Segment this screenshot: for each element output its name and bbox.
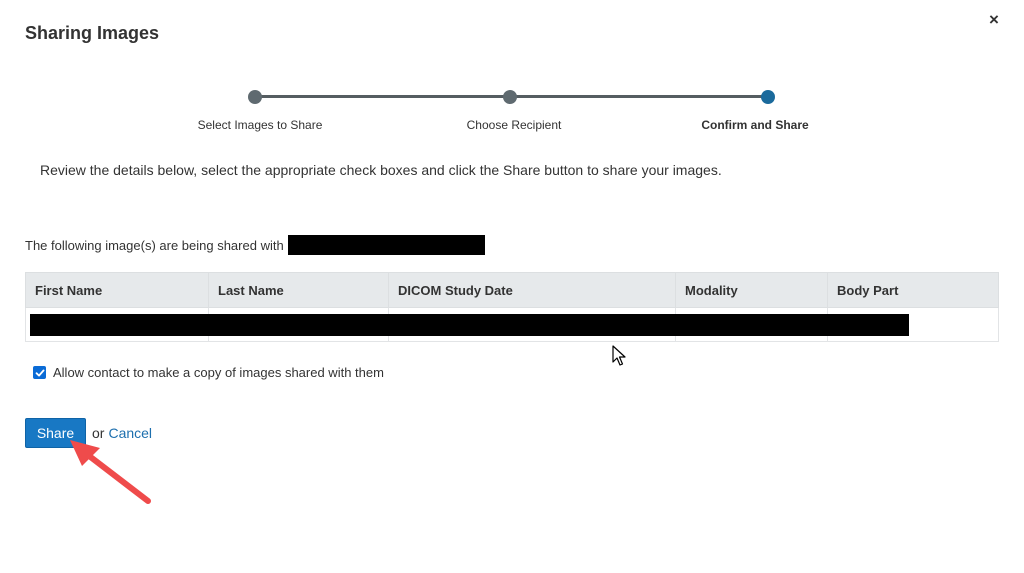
step-3-dot — [761, 90, 775, 104]
column-header-last-name: Last Name — [208, 272, 389, 308]
allow-copy-checkbox[interactable] — [33, 366, 46, 379]
annotation-arrow-icon — [70, 440, 151, 504]
allow-copy-option: Allow contact to make a copy of images s… — [33, 365, 384, 380]
allow-copy-label[interactable]: Allow contact to make a copy of images s… — [53, 365, 384, 380]
column-header-first-name: First Name — [25, 272, 209, 308]
progress-stepper: Select Images to Share Choose Recipient … — [0, 0, 1024, 140]
table-header-row: First Name Last Name DICOM Study Date Mo… — [25, 272, 999, 308]
stepper-connector — [255, 95, 510, 98]
or-text: or — [92, 425, 105, 441]
mouse-pointer-icon — [612, 345, 626, 366]
column-header-modality: Modality — [675, 272, 828, 308]
images-table: First Name Last Name DICOM Study Date Mo… — [25, 272, 999, 342]
recipient-redacted — [287, 235, 485, 255]
step-3-label: Confirm and Share — [701, 118, 809, 132]
step-2-dot — [503, 90, 517, 104]
shared-with-line: The following image(s) are being shared … — [25, 235, 485, 255]
close-icon[interactable]: × — [989, 10, 999, 29]
cancel-link[interactable]: Cancel — [108, 425, 153, 441]
column-header-body-part: Body Part — [827, 272, 999, 308]
dialog-title: Sharing Images — [25, 23, 160, 43]
column-header-dicom-study-date: DICOM Study Date — [388, 272, 676, 308]
step-1-dot — [248, 90, 262, 104]
step-2-label: Choose Recipient — [466, 118, 562, 132]
dialog-actions: Share or Cancel — [25, 418, 152, 448]
checkmark-icon — [35, 369, 44, 376]
shared-with-prefix: The following image(s) are being shared … — [25, 237, 284, 253]
stepper-connector — [510, 95, 768, 98]
row-redaction-bar — [30, 314, 909, 336]
instructions-text: Review the details below, select the app… — [40, 162, 722, 178]
step-1-label: Select Images to Share — [197, 118, 323, 132]
